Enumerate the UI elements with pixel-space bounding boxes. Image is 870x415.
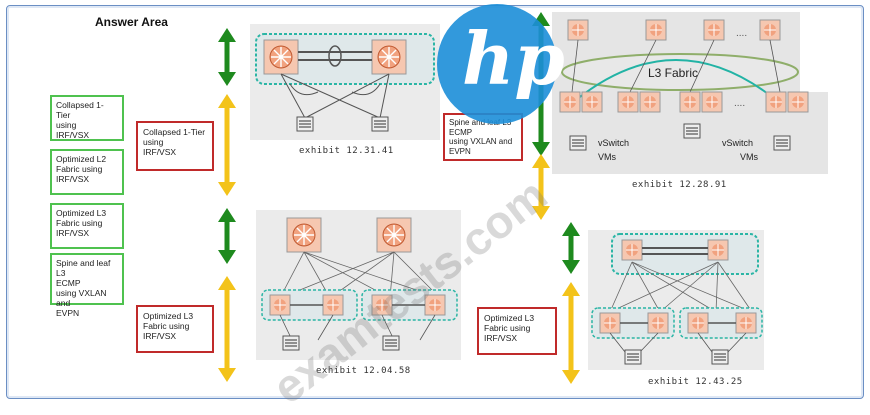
ellipsis-mid: .... xyxy=(734,98,745,109)
hp-logo-icon xyxy=(437,4,557,124)
vswitch-label-1: vSwitch xyxy=(598,138,629,148)
vms-label-2: VMs xyxy=(740,152,759,162)
option-line: IRF/VSX xyxy=(56,130,90,140)
green-arrow-2 xyxy=(218,208,236,264)
option-line: ECMP xyxy=(56,278,81,288)
green-arrow-4 xyxy=(562,222,580,274)
option-line: Optimized L3 xyxy=(56,208,107,218)
l3-fabric-label: L3 Fabric xyxy=(648,66,698,80)
green-arrow-1 xyxy=(218,28,236,86)
exhibit-label-2: exhibit 12.04.58 xyxy=(316,366,411,376)
yellow-arrow-3 xyxy=(532,154,550,220)
answer-area-title: Answer Area xyxy=(95,15,168,29)
answer-line: IRF/VSX xyxy=(143,331,177,341)
exhibit-label-1: exhibit 12.31.41 xyxy=(299,146,394,156)
option-line: Collapsed 1-Tier xyxy=(56,100,104,120)
diagram-canvas: .... L3 Fabric .... vSwitch VMs vSwitch … xyxy=(218,12,828,384)
option-line: IRF/VSX xyxy=(56,174,90,184)
option-collapsed-1-tier[interactable]: Collapsed 1-Tier using IRF/VSX xyxy=(50,95,124,141)
exhibit-diagram-1 xyxy=(250,24,440,140)
hp-logo-text: hp xyxy=(462,16,565,101)
option-line: Optimized L2 xyxy=(56,154,107,164)
option-optimized-l2[interactable]: Optimized L2 Fabric using IRF/VSX xyxy=(50,149,124,195)
yellow-arrow-4 xyxy=(562,282,580,384)
answer-slot-4[interactable]: Optimized L3 Fabric using IRF/VSX xyxy=(477,307,557,355)
option-optimized-l3[interactable]: Optimized L3 Fabric using IRF/VSX xyxy=(50,203,124,249)
exhibit-label-4: exhibit 12.43.25 xyxy=(648,377,743,387)
answer-line: Fabric using xyxy=(143,321,190,331)
option-line: Spine and leaf L3 xyxy=(56,258,111,278)
option-line: using xyxy=(56,120,77,130)
answer-line: using VXLAN and xyxy=(449,137,513,146)
vms-label-1: VMs xyxy=(598,152,617,162)
vswitch-label-2: vSwitch xyxy=(722,138,753,148)
answer-line: ECMP xyxy=(449,127,473,137)
yellow-arrow-1 xyxy=(218,94,236,196)
answer-slot-2[interactable]: Optimized L3 Fabric using IRF/VSX xyxy=(136,305,214,353)
exhibit-diagram-2 xyxy=(256,210,461,360)
answer-line: Spine and leaf L3 xyxy=(449,118,512,127)
ellipsis-top: .... xyxy=(736,28,747,39)
option-line: IRF/VSX xyxy=(56,228,90,238)
option-line: Fabric using xyxy=(56,218,103,228)
exhibit-label-3: exhibit 12.28.91 xyxy=(632,180,727,190)
answer-line: Fabric using xyxy=(484,323,531,333)
exhibit-diagram-4 xyxy=(588,230,764,370)
answer-line: Optimized L3 xyxy=(143,311,194,321)
yellow-arrow-2 xyxy=(218,276,236,382)
exhibit-diagram-3: .... L3 Fabric .... vSwitch VMs vSwitch … xyxy=(552,12,828,174)
option-line: using VXLAN and xyxy=(56,288,107,308)
option-line: EVPN xyxy=(56,308,80,318)
answer-line: IRF/VSX xyxy=(143,147,177,157)
answer-line: IRF/VSX xyxy=(484,333,518,343)
answer-line: EVPN xyxy=(449,146,471,156)
option-line: Fabric using xyxy=(56,164,103,174)
answer-line: Optimized L3 xyxy=(484,313,535,323)
answer-slot-3[interactable]: Spine and leaf L3 ECMP using VXLAN and E… xyxy=(443,113,523,161)
answer-slot-1[interactable]: Collapsed 1-Tier using IRF/VSX xyxy=(136,121,214,171)
answer-line: using xyxy=(143,137,164,147)
option-spine-leaf[interactable]: Spine and leaf L3 ECMP using VXLAN and E… xyxy=(50,253,124,318)
answer-line: Collapsed 1-Tier xyxy=(143,127,206,137)
